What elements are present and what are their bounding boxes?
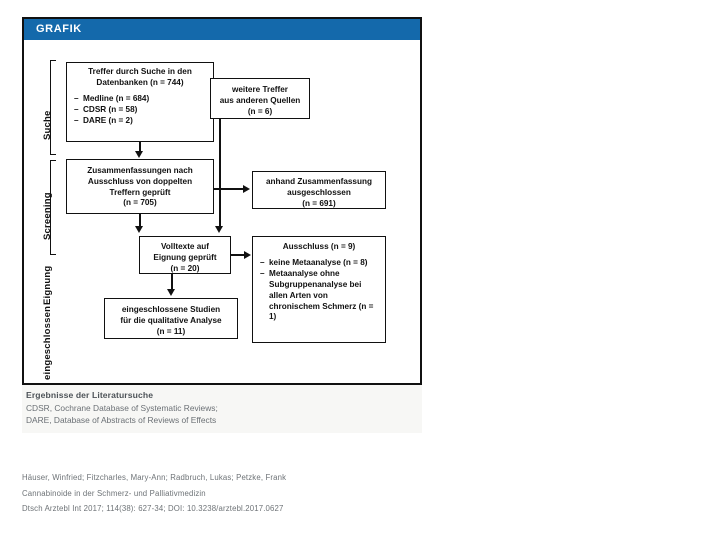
node-excluded-by-abstract-title: anhand Zusammenfassung ausgeschlossen (n… <box>265 177 372 208</box>
figure-header-label: GRAFIK <box>36 23 82 35</box>
node-records-databases-title: Treffer durch Suche in den Datenbanken (… <box>88 67 192 87</box>
connector-screening-to-fulltext <box>139 214 141 227</box>
node-records-databases-bullets: Medline (n = 684) CDSR (n = 58) DARE (n … <box>72 94 208 127</box>
node-included-studies: eingeschlossene Studien für die qualitat… <box>104 298 238 339</box>
node-records-other-sources: weitere Treffer aus anderen Quellen (n =… <box>210 78 310 119</box>
prisma-flow-diagram: Suche Screening Eignung eingeschlossen T… <box>24 40 420 383</box>
arrowhead-databases-to-screening <box>134 151 143 158</box>
node-fulltext-excluded-title: Ausschluss (n = 9) <box>282 242 356 251</box>
node-fulltext-excluded-bullets: keine Metaanalyse (n = 8) Metaanalyse oh… <box>258 258 380 323</box>
connector-other-sources-to-fulltext <box>219 119 221 227</box>
arrowhead-fulltext-to-excluded <box>244 250 251 259</box>
node-records-databases: Treffer durch Suche in den Datenbanken (… <box>66 62 214 142</box>
citation-source-doi: Dtsch Arztebl Int 2017; 114(38): 627-34;… <box>22 504 284 514</box>
figure-caption-title: Ergebnisse der Literatursuche <box>26 390 154 400</box>
stage-label-eingeschlossen: eingeschlossen <box>42 305 53 380</box>
connector-screening-to-excluded <box>214 188 244 190</box>
figure-header-bar: GRAFIK <box>24 19 420 40</box>
arrowhead-screening-to-excluded <box>243 184 250 193</box>
gutter-bracket-suche <box>50 60 56 155</box>
list-item: keine Metaanalyse (n = 8) <box>260 258 380 269</box>
arrowhead-other-sources-to-fulltext <box>214 226 223 233</box>
citation-article-title: Cannabinoide in der Schmerz- und Palliat… <box>22 488 206 498</box>
node-records-other-sources-title: weitere Treffer aus anderen Quellen (n =… <box>219 85 301 116</box>
list-item: Metaanalyse ohne Subgruppenanalyse bei a… <box>260 269 380 323</box>
figure-caption-line: CDSR, Cochrane Database of Systematic Re… <box>26 403 218 413</box>
node-included-studies-title: eingeschlossene Studien für die qualitat… <box>120 305 222 336</box>
list-item: Medline (n = 684) <box>74 94 208 105</box>
stage-label-eignung: Eignung <box>42 265 53 305</box>
node-fulltext-assessed: Volltexte auf Eignung geprüft (n = 20) <box>139 236 231 274</box>
node-abstracts-screened-title: Zusammenfassungen nach Ausschluss von do… <box>87 166 193 208</box>
list-item: CDSR (n = 58) <box>74 105 208 116</box>
gutter-bracket-screening <box>50 160 56 255</box>
connector-databases-to-screening <box>139 142 141 152</box>
figure-frame: GRAFIK Suche Screening Eignung eingeschl… <box>22 17 422 385</box>
node-excluded-by-abstract: anhand Zusammenfassung ausgeschlossen (n… <box>252 171 386 209</box>
node-fulltext-excluded: Ausschluss (n = 9) keine Metaanalyse (n … <box>252 236 386 343</box>
node-abstracts-screened: Zusammenfassungen nach Ausschluss von do… <box>66 159 214 214</box>
connector-fulltext-to-included <box>171 274 173 290</box>
figure-caption-band: Ergebnisse der Literatursuche CDSR, Coch… <box>22 385 422 433</box>
connector-fulltext-to-excluded <box>231 254 245 256</box>
citation-authors: Häuser, Winfried; Fitzcharles, Mary-Ann;… <box>22 473 287 482</box>
node-fulltext-assessed-title: Volltexte auf Eignung geprüft (n = 20) <box>153 242 217 273</box>
citation-block: Häuser, Winfried; Fitzcharles, Mary-Ann;… <box>22 470 492 517</box>
arrowhead-screening-to-fulltext <box>134 226 143 233</box>
figure-caption-line: DARE, Database of Abstracts of Reviews o… <box>26 415 217 426</box>
list-item: DARE (n = 2) <box>74 116 208 127</box>
arrowhead-fulltext-to-included <box>166 289 175 296</box>
